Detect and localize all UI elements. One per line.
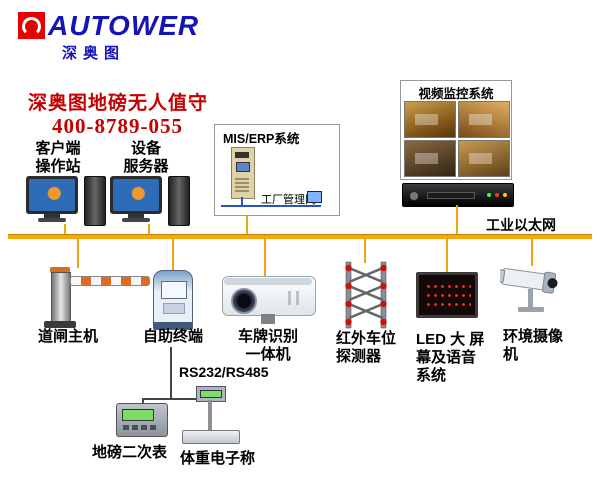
led-label-line3: 系统 xyxy=(416,367,447,384)
lpr-label-line1: 车牌识别 xyxy=(237,328,298,345)
device-server-label-line2: 服务器 xyxy=(123,158,169,175)
connector-line xyxy=(456,205,458,235)
infrared-label: 红外车位 探测器 xyxy=(336,330,396,366)
led-dot-matrix xyxy=(423,279,471,311)
ethernet-label: 工业以太网 xyxy=(486,217,556,233)
connector-line xyxy=(148,224,150,235)
tower-icon xyxy=(84,176,106,226)
lpr-label: 车牌识别 一体机 xyxy=(222,328,314,364)
barrier-gate-graphic xyxy=(42,267,154,328)
client-station-label-line2: 操作站 xyxy=(35,158,81,175)
kiosk-graphic xyxy=(153,270,193,330)
serial-label: RS232/RS485 xyxy=(179,364,269,380)
led-screen-graphic xyxy=(416,272,478,318)
monitor-icon xyxy=(26,176,78,214)
mini-monitor-icon xyxy=(307,191,322,203)
cctv-thumbnail-grid xyxy=(404,101,510,177)
client-station-label: 客户端 操作站 xyxy=(28,140,88,176)
cctv-thumbnail xyxy=(458,101,510,138)
lpr-camera-graphic xyxy=(222,276,316,326)
tower-icon xyxy=(168,176,190,226)
electronic-scale-graphic xyxy=(182,386,240,448)
client-station-computer-graphic xyxy=(26,176,106,226)
network-line xyxy=(241,197,243,205)
factory-network-label: 工厂管理网 xyxy=(261,194,316,206)
connector-line xyxy=(446,238,448,272)
lpr-label-line2: 一体机 xyxy=(245,346,291,363)
video-system-title: 视频监控系统 xyxy=(418,87,494,101)
connector-line xyxy=(64,224,66,235)
camera-lens-icon xyxy=(231,288,257,314)
mis-erp-title: MIS/ERP系统 xyxy=(223,132,300,146)
led-label-line1: LED 大 屏 xyxy=(416,331,485,348)
client-station-label-line1: 客户端 xyxy=(35,140,81,157)
video-system-box: 视频监控系统 xyxy=(400,80,512,180)
barrier-label: 道闸主机 xyxy=(38,328,99,345)
serial-line xyxy=(170,347,172,400)
infrared-detector-graphic xyxy=(340,260,392,330)
device-server-label: 设备 服务器 xyxy=(116,140,176,176)
kiosk-label: 自助终端 xyxy=(143,328,204,345)
industrial-ethernet-bus xyxy=(8,234,592,239)
logo-mark-icon xyxy=(18,12,45,39)
led-label-line2: 幕及语音 xyxy=(416,349,477,366)
serial-line xyxy=(142,398,210,400)
cctv-thumbnail xyxy=(458,140,510,177)
cctv-thumbnail xyxy=(404,101,456,138)
connector-line xyxy=(246,216,248,235)
connector-line xyxy=(172,238,174,270)
infrared-label-line2: 探测器 xyxy=(336,348,382,365)
device-server-computer-graphic xyxy=(110,176,190,226)
infrared-label-line1: 红外车位 xyxy=(336,330,397,347)
serial-line xyxy=(142,398,144,404)
logo-brand-chinese: 深奥图 xyxy=(62,45,126,62)
device-server-label-line1: 设备 xyxy=(130,140,161,157)
logo: AUTOWER 深奥图 xyxy=(18,12,199,63)
scale-label: 体重电子称 xyxy=(180,450,256,467)
cctv-thumbnail xyxy=(404,140,456,177)
indicator-label: 地磅二次表 xyxy=(92,444,168,461)
page-title: 深奥图地磅无人值守 xyxy=(28,93,209,114)
connector-line xyxy=(364,238,366,263)
dvr-device-graphic xyxy=(402,183,514,207)
environment-camera-graphic xyxy=(496,264,572,322)
env-camera-label-line1: 环境摄像 xyxy=(503,328,564,345)
weighbridge-indicator-graphic xyxy=(116,403,168,437)
mis-erp-box: MIS/ERP系统 工厂管理网 xyxy=(214,124,340,216)
connector-line xyxy=(531,238,533,266)
logo-brand-text: AUTOWER xyxy=(48,10,200,41)
monitor-icon xyxy=(110,176,162,214)
connector-line xyxy=(77,238,79,268)
connector-line xyxy=(264,238,266,276)
env-camera-label-line2: 机 xyxy=(503,346,519,363)
phone-number: 400-8789-055 xyxy=(52,114,183,138)
env-camera-label: 环境摄像 机 xyxy=(503,328,563,364)
factory-network-line xyxy=(221,205,321,207)
led-label: LED 大 屏 幕及语音 系统 xyxy=(416,331,484,385)
server-tower-icon xyxy=(231,147,255,199)
